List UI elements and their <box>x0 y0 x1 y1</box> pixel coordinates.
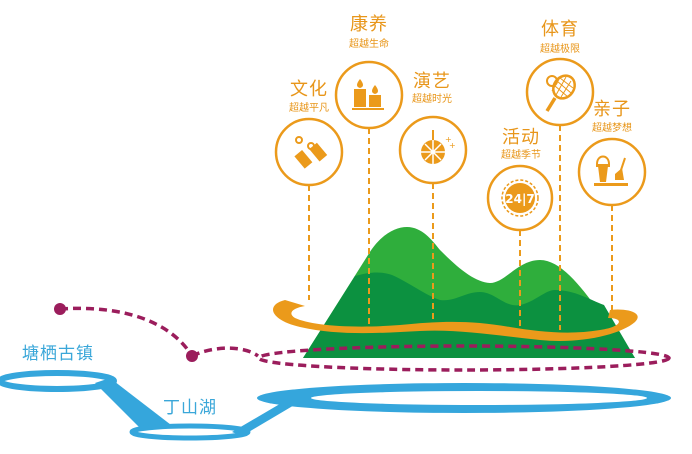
feature-title-huodong: 活动 <box>502 127 540 148</box>
feature-subtitle-kangyang: 超越生命 <box>349 39 389 50</box>
feature-title-kangyang: 康养 <box>350 14 388 35</box>
water-system <box>0 370 671 441</box>
feature-icons: + + 24|7 <box>294 74 628 217</box>
route-start-dot <box>54 303 66 315</box>
feature-title-yanyi: 演艺 <box>413 71 451 92</box>
clock-24-7-icon: 24|7 <box>501 179 539 217</box>
feature-title-qinzi: 亲子 <box>593 99 631 120</box>
feature-subtitle-yanyi: 超越时光 <box>412 94 452 105</box>
lake-connector-right <box>232 398 296 436</box>
svg-text:+: + <box>449 141 456 150</box>
dingshan-lake-ring <box>129 423 251 441</box>
feature-connectors <box>308 125 613 330</box>
circle-qinzi <box>577 137 647 207</box>
tennis-racket-icon <box>545 74 576 112</box>
town-lake-connector <box>95 378 175 428</box>
svg-text:+: + <box>445 135 452 144</box>
clock-24-7-text: 24|7 <box>505 192 534 206</box>
candles-icon <box>352 79 384 110</box>
feature-title-tiyu: 体育 <box>541 19 579 40</box>
feature-subtitle-wenhua: 超越平凡 <box>289 103 329 114</box>
town-lake-ring <box>0 370 117 392</box>
circle-tiyu <box>525 57 595 127</box>
feature-title-wenhua: 文化 <box>290 79 328 100</box>
place-label-town: 塘栖古镇 <box>22 344 94 364</box>
large-lake-inner <box>311 391 647 405</box>
route-mid-dot <box>186 350 198 362</box>
place-label-lake: 丁山湖 <box>163 398 217 418</box>
bookmarks-icon <box>294 136 328 169</box>
circle-wenhua <box>274 117 344 187</box>
sand-bucket-icon <box>594 155 628 186</box>
feature-subtitle-huodong: 超越季节 <box>501 150 541 161</box>
route-path <box>59 306 671 372</box>
feature-subtitle-qinzi: 超越梦想 <box>592 123 632 134</box>
disco-ball-icon: + + <box>421 130 456 164</box>
feature-subtitle-tiyu: 超越极限 <box>540 44 580 55</box>
orange-ring <box>273 300 638 341</box>
